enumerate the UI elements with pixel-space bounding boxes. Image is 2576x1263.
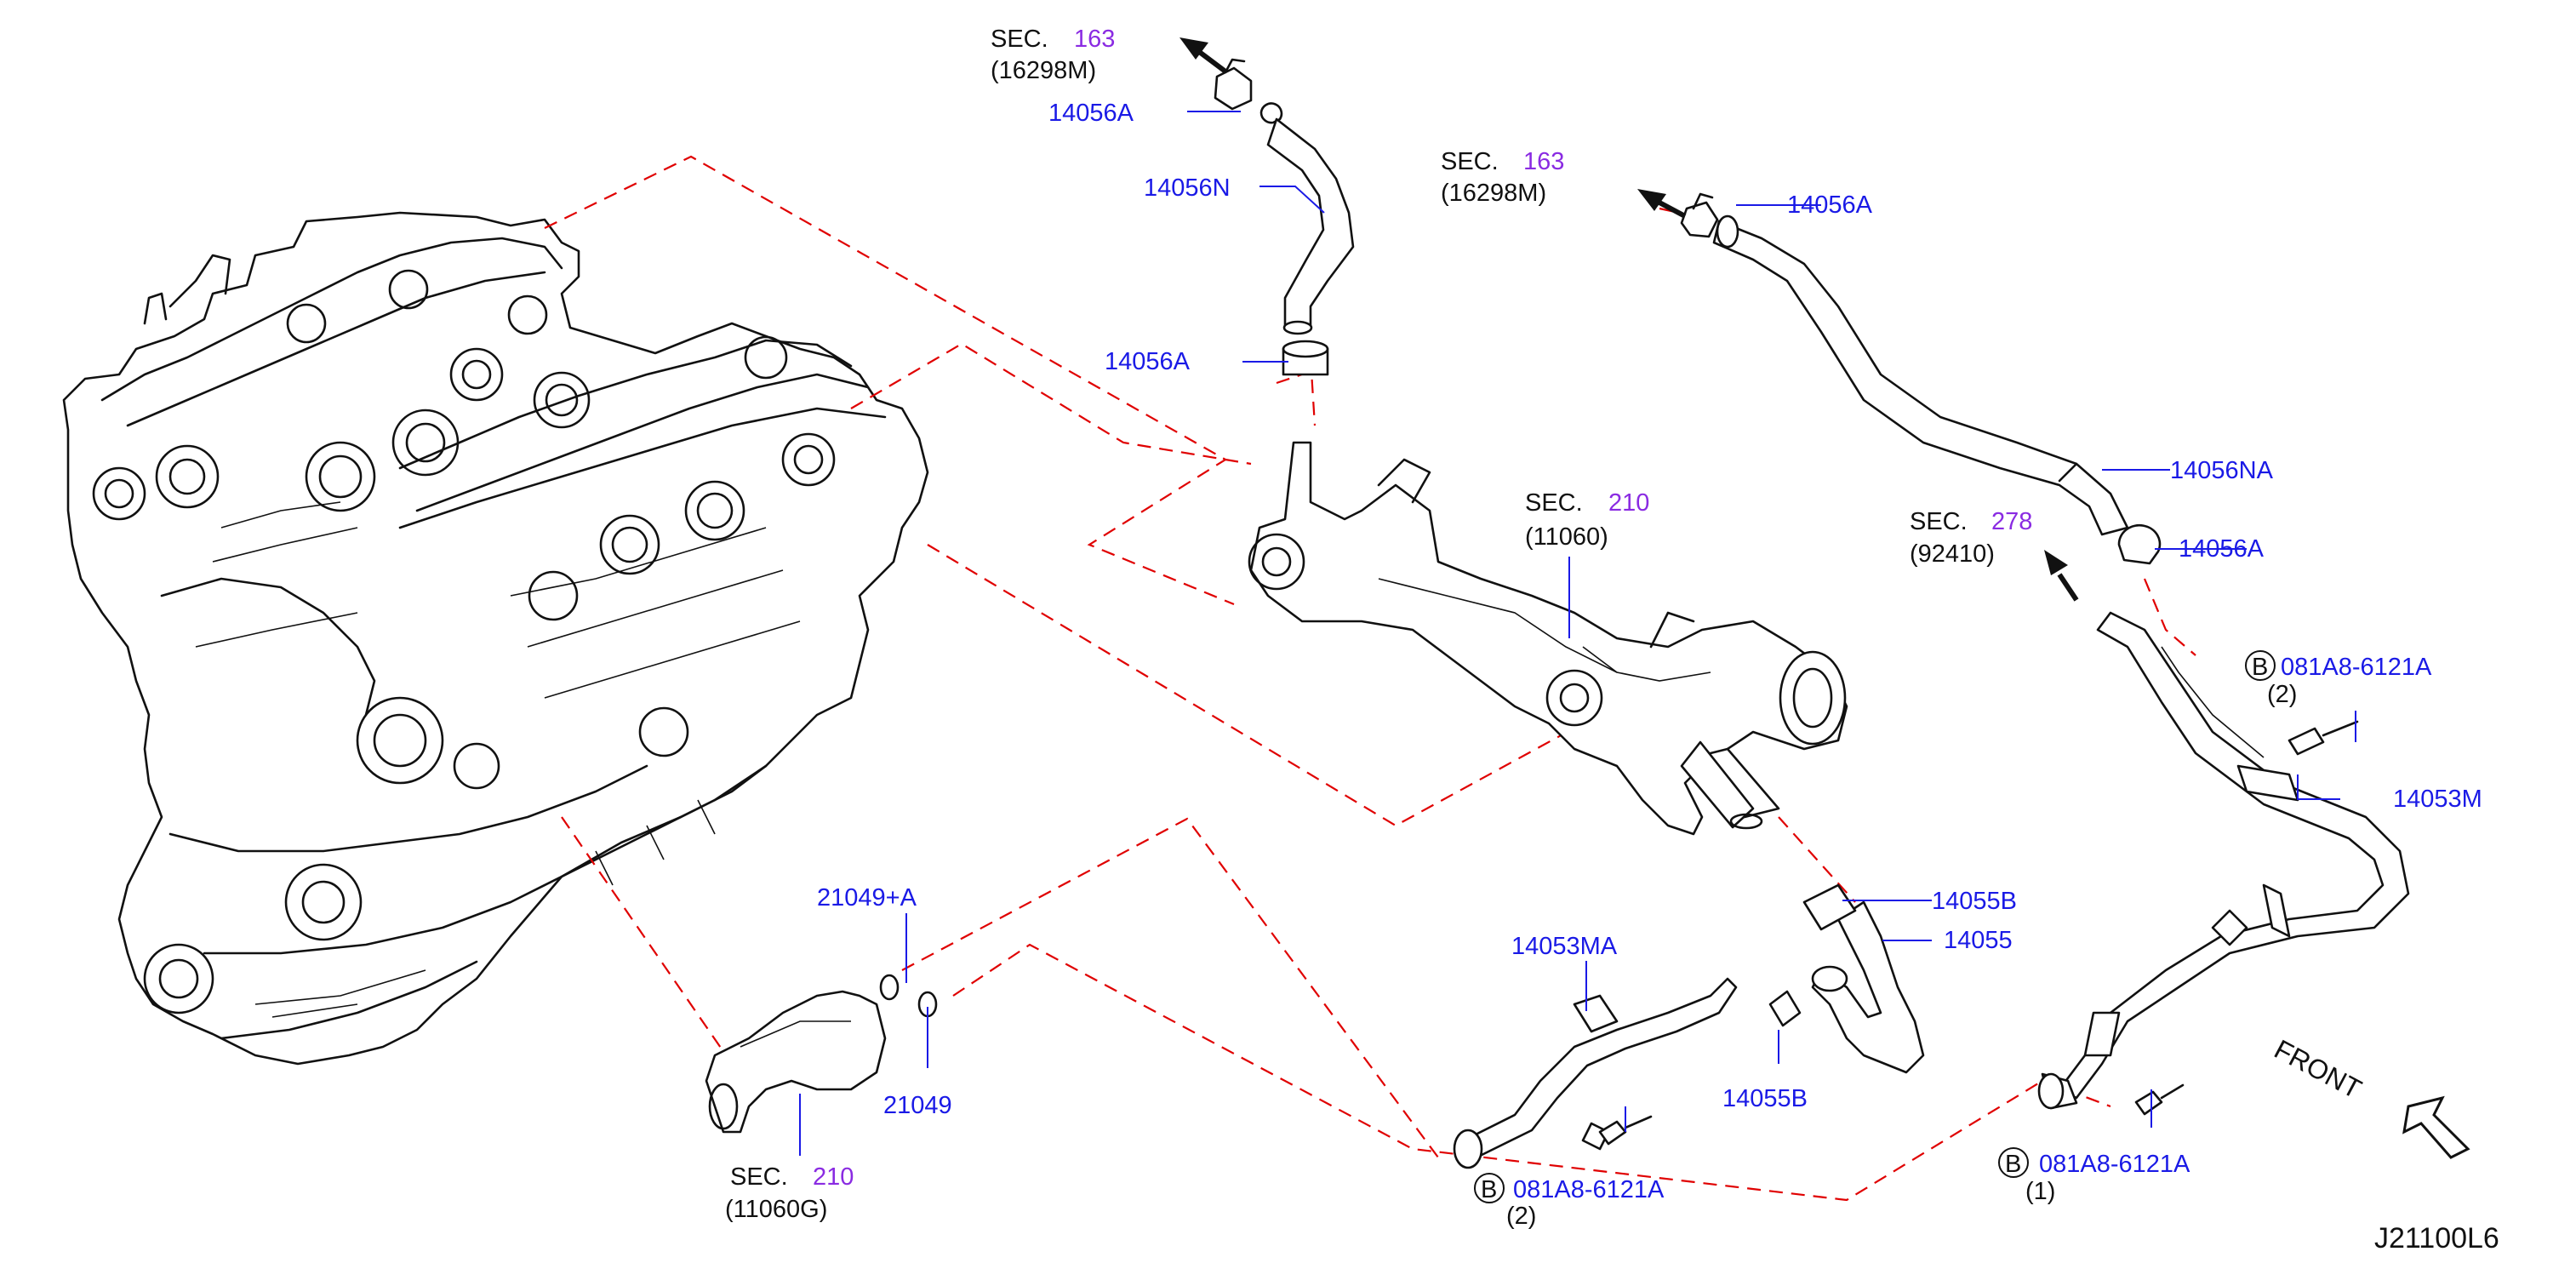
bolt-quantity: (2) <box>2267 681 2297 708</box>
clamp-14056A-top <box>1214 58 1253 111</box>
section-label-278[interactable]: SEC. 278 (92410) <box>1910 508 2032 568</box>
sec-number[interactable]: 210 <box>813 1163 854 1191</box>
section-label-163-right[interactable]: SEC. 163 (16298M) <box>1441 148 1564 207</box>
sec-code: (16298M) <box>1441 180 1546 207</box>
sec-number[interactable]: 210 <box>1608 489 1649 517</box>
clamp-14056A-right <box>2117 523 2162 565</box>
callout-14056A[interactable]: 14056A <box>2179 535 2265 563</box>
bolt-icons <box>1598 720 2359 1146</box>
clamp-14056A-right-top <box>1680 192 1719 238</box>
bolt-label-mid[interactable]: B 081A8-6121A (2) <box>1474 1173 1665 1230</box>
callout-21049-A[interactable]: 21049+A <box>817 884 917 912</box>
bolt-part-number[interactable]: 081A8-6121A <box>2039 1151 2190 1178</box>
bolt-circle-letter: B <box>2252 654 2268 681</box>
bolt-circle-icon <box>1998 1147 2029 1178</box>
callout-14055B[interactable]: 14055B <box>1932 888 2017 915</box>
section-label-210-top[interactable]: SEC. 210 (11060) <box>1525 489 1649 551</box>
sec-prefix: SEC. <box>730 1163 788 1191</box>
diagram-reference: J21100L6 <box>2374 1222 2499 1254</box>
pipe-14053MA <box>1453 977 1738 1169</box>
bolt-label-top[interactable]: B 081A8-6121A (2) <box>2245 650 2432 708</box>
sec-code: (11060) <box>1525 523 1608 551</box>
sec-code: (92410) <box>1910 540 1995 568</box>
bolt-circle-letter: B <box>2005 1151 2021 1178</box>
sec-prefix: SEC. <box>1525 489 1583 517</box>
bolt-circle-letter: B <box>1481 1176 1497 1203</box>
bolt-quantity: (1) <box>2025 1178 2055 1205</box>
hose-14056N <box>1259 102 1355 335</box>
callout-14056A[interactable]: 14056A <box>1105 348 1191 375</box>
hose-14056NA <box>1712 214 2129 536</box>
section-label-163-left[interactable]: SEC. 163 (16298M) <box>991 26 1115 84</box>
sec-prefix: SEC. <box>991 26 1048 53</box>
hose-14055 <box>1768 883 1925 1074</box>
part-callouts: 14056A 14056N 14056A 14056A 14056NA 1405… <box>817 100 2482 1119</box>
callout-14056N[interactable]: 14056N <box>1144 174 1231 202</box>
direction-arrows <box>1179 37 2079 602</box>
bolt-part-number[interactable]: 081A8-6121A <box>2281 654 2432 681</box>
front-label: FRONT <box>2270 1033 2367 1105</box>
engine-block-drawing <box>62 211 929 1066</box>
bolt-circle-icon <box>2245 650 2276 681</box>
sec-number[interactable]: 163 <box>1074 26 1115 53</box>
sec-code: (16298M) <box>991 57 1096 84</box>
callout-14056NA[interactable]: 14056NA <box>2170 457 2274 484</box>
sec-number[interactable]: 163 <box>1523 148 1564 175</box>
front-arrow-icon <box>2402 1095 2470 1159</box>
section-label-210-bottom[interactable]: SEC. 210 (11060G) <box>725 1163 854 1223</box>
water-inlet-housing <box>705 990 887 1134</box>
bolt-part-number[interactable]: 081A8-6121A <box>1513 1176 1665 1203</box>
sec-prefix: SEC. <box>1441 148 1499 175</box>
bolt-circle-icon <box>1474 1173 1505 1203</box>
pipe-14053M <box>2037 611 2410 1110</box>
sec-number[interactable]: 278 <box>1991 508 2032 535</box>
callout-21049[interactable]: 21049 <box>883 1092 952 1119</box>
callout-14056A[interactable]: 14056A <box>1048 100 1134 127</box>
bolt-quantity: (2) <box>1506 1203 1536 1230</box>
leader-lines <box>799 111 2356 1156</box>
callout-14053M[interactable]: 14053M <box>2393 786 2482 813</box>
bolt-label-right[interactable]: B 081A8-6121A (1) <box>1998 1147 2190 1205</box>
water-outlet-housing <box>1248 441 1848 836</box>
callout-14053MA[interactable]: 14053MA <box>1511 933 1618 960</box>
clamp-14056A-mid <box>1282 340 1329 376</box>
sec-code: (11060G) <box>725 1196 827 1223</box>
callout-14055[interactable]: 14055 <box>1944 927 2013 954</box>
callout-14056A[interactable]: 14056A <box>1787 191 1873 219</box>
callout-14055B[interactable]: 14055B <box>1722 1085 1808 1112</box>
sec-prefix: SEC. <box>1910 508 1968 535</box>
